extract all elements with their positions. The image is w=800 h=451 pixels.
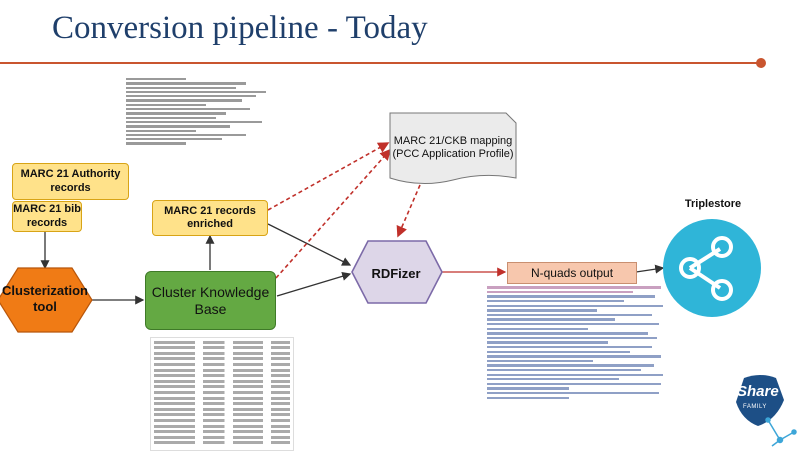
arrow-enriched-to-rdfizer bbox=[267, 223, 352, 266]
logo-share-text: Share bbox=[737, 383, 779, 400]
share-family-logo bbox=[736, 375, 784, 426]
page-title: Conversion pipeline - Today bbox=[52, 10, 428, 46]
triplestore-label: Triplestore bbox=[684, 198, 742, 210]
rdfizer-hexagon bbox=[351, 240, 443, 304]
arrow-ckb-to-rdfizer bbox=[276, 271, 352, 297]
dashed-enriched-to-mapping bbox=[267, 142, 390, 211]
marc-record-thumbnail bbox=[126, 76, 326, 182]
rdfizer-label: RDFizer bbox=[371, 265, 421, 281]
dashed-mapping-to-rdfizer bbox=[396, 184, 421, 238]
title-rule bbox=[0, 62, 762, 64]
marc-authority-records-box: MARC 21 Authority records bbox=[12, 163, 129, 200]
logo-family-text: FAMILY bbox=[743, 404, 767, 410]
clusterization-hexagon bbox=[0, 267, 93, 333]
title-rule-dot bbox=[756, 58, 766, 68]
cluster-knowledge-base-box: Cluster Knowledge Base bbox=[145, 271, 276, 330]
logo-network bbox=[765, 417, 797, 447]
graph-network-icon bbox=[679, 236, 733, 301]
document-icon bbox=[389, 112, 517, 185]
marc-enriched-records-box: MARC 21 records enriched bbox=[152, 200, 268, 236]
cluster-table-thumbnail bbox=[150, 337, 294, 451]
clusterization-tool-label: Clusterization tool bbox=[2, 283, 88, 314]
dashed-ckb-to-mapping bbox=[275, 148, 392, 279]
triplestore-circle bbox=[663, 219, 761, 317]
nquads-output-thumbnail bbox=[487, 284, 670, 445]
nquads-output-box: N-quads output bbox=[507, 262, 637, 284]
arrow-nquads-to-triplestore bbox=[635, 264, 665, 274]
mapping-document-label: MARC 21/CKB mapping (PCC Application Pro… bbox=[392, 134, 514, 160]
marc-bib-records-box: MARC 21 bib records bbox=[12, 201, 82, 232]
